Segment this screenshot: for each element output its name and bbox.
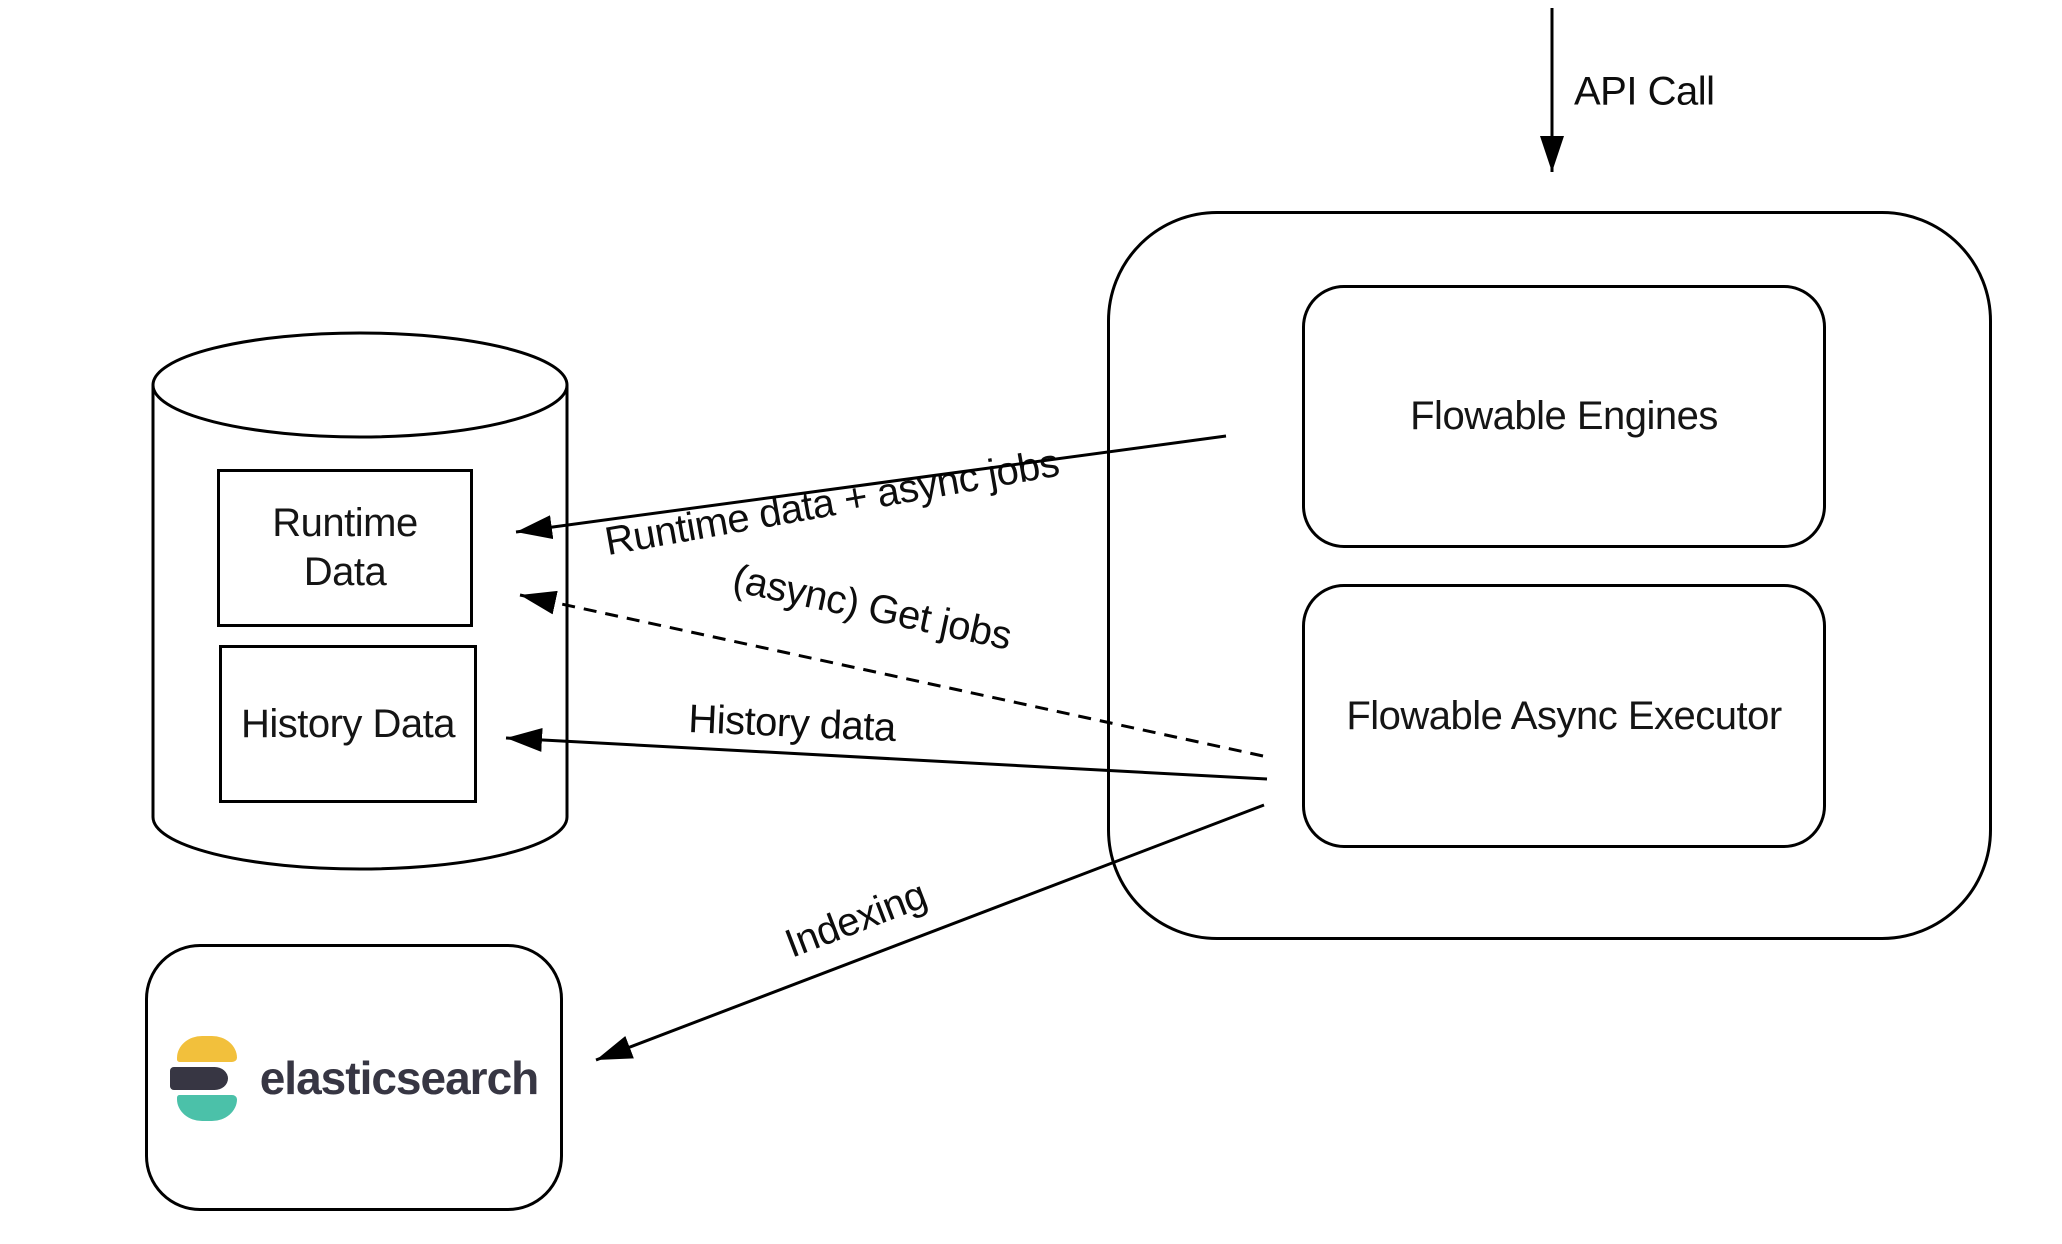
elasticsearch-label: elasticsearch	[259, 1051, 540, 1104]
flowable-engines-node: Flowable Engines	[1302, 285, 1826, 548]
elasticsearch-logo-top-bar	[176, 1035, 237, 1062]
history-data-node: History Data	[219, 645, 477, 803]
api-call-label: API Call	[1574, 69, 1715, 114]
elasticsearch-logo-middle-bar	[169, 1066, 228, 1090]
indexing-edge-label: Indexing	[779, 872, 933, 967]
history-edge-label: History data	[687, 696, 897, 751]
elasticsearch-node: elasticsearch	[145, 944, 563, 1211]
flowable-async-executor-node: Flowable Async Executor	[1302, 584, 1826, 848]
elasticsearch-logo-icon	[169, 1034, 238, 1122]
flowable-engines-label: Flowable Engines	[1410, 394, 1718, 438]
runtime-edge-label: Runtime data + async jobs	[601, 440, 1063, 565]
history-data-label: History Data	[240, 701, 456, 746]
runtime-data-label: Runtime Data	[272, 501, 418, 594]
get-jobs-edge-label: (async) Get jobs	[729, 556, 1016, 659]
flowable-async-executor-label: Flowable Async Executor	[1346, 693, 1782, 738]
elasticsearch-logo-bottom-bar	[176, 1094, 237, 1121]
runtime-data-node: Runtime Data	[217, 469, 473, 627]
